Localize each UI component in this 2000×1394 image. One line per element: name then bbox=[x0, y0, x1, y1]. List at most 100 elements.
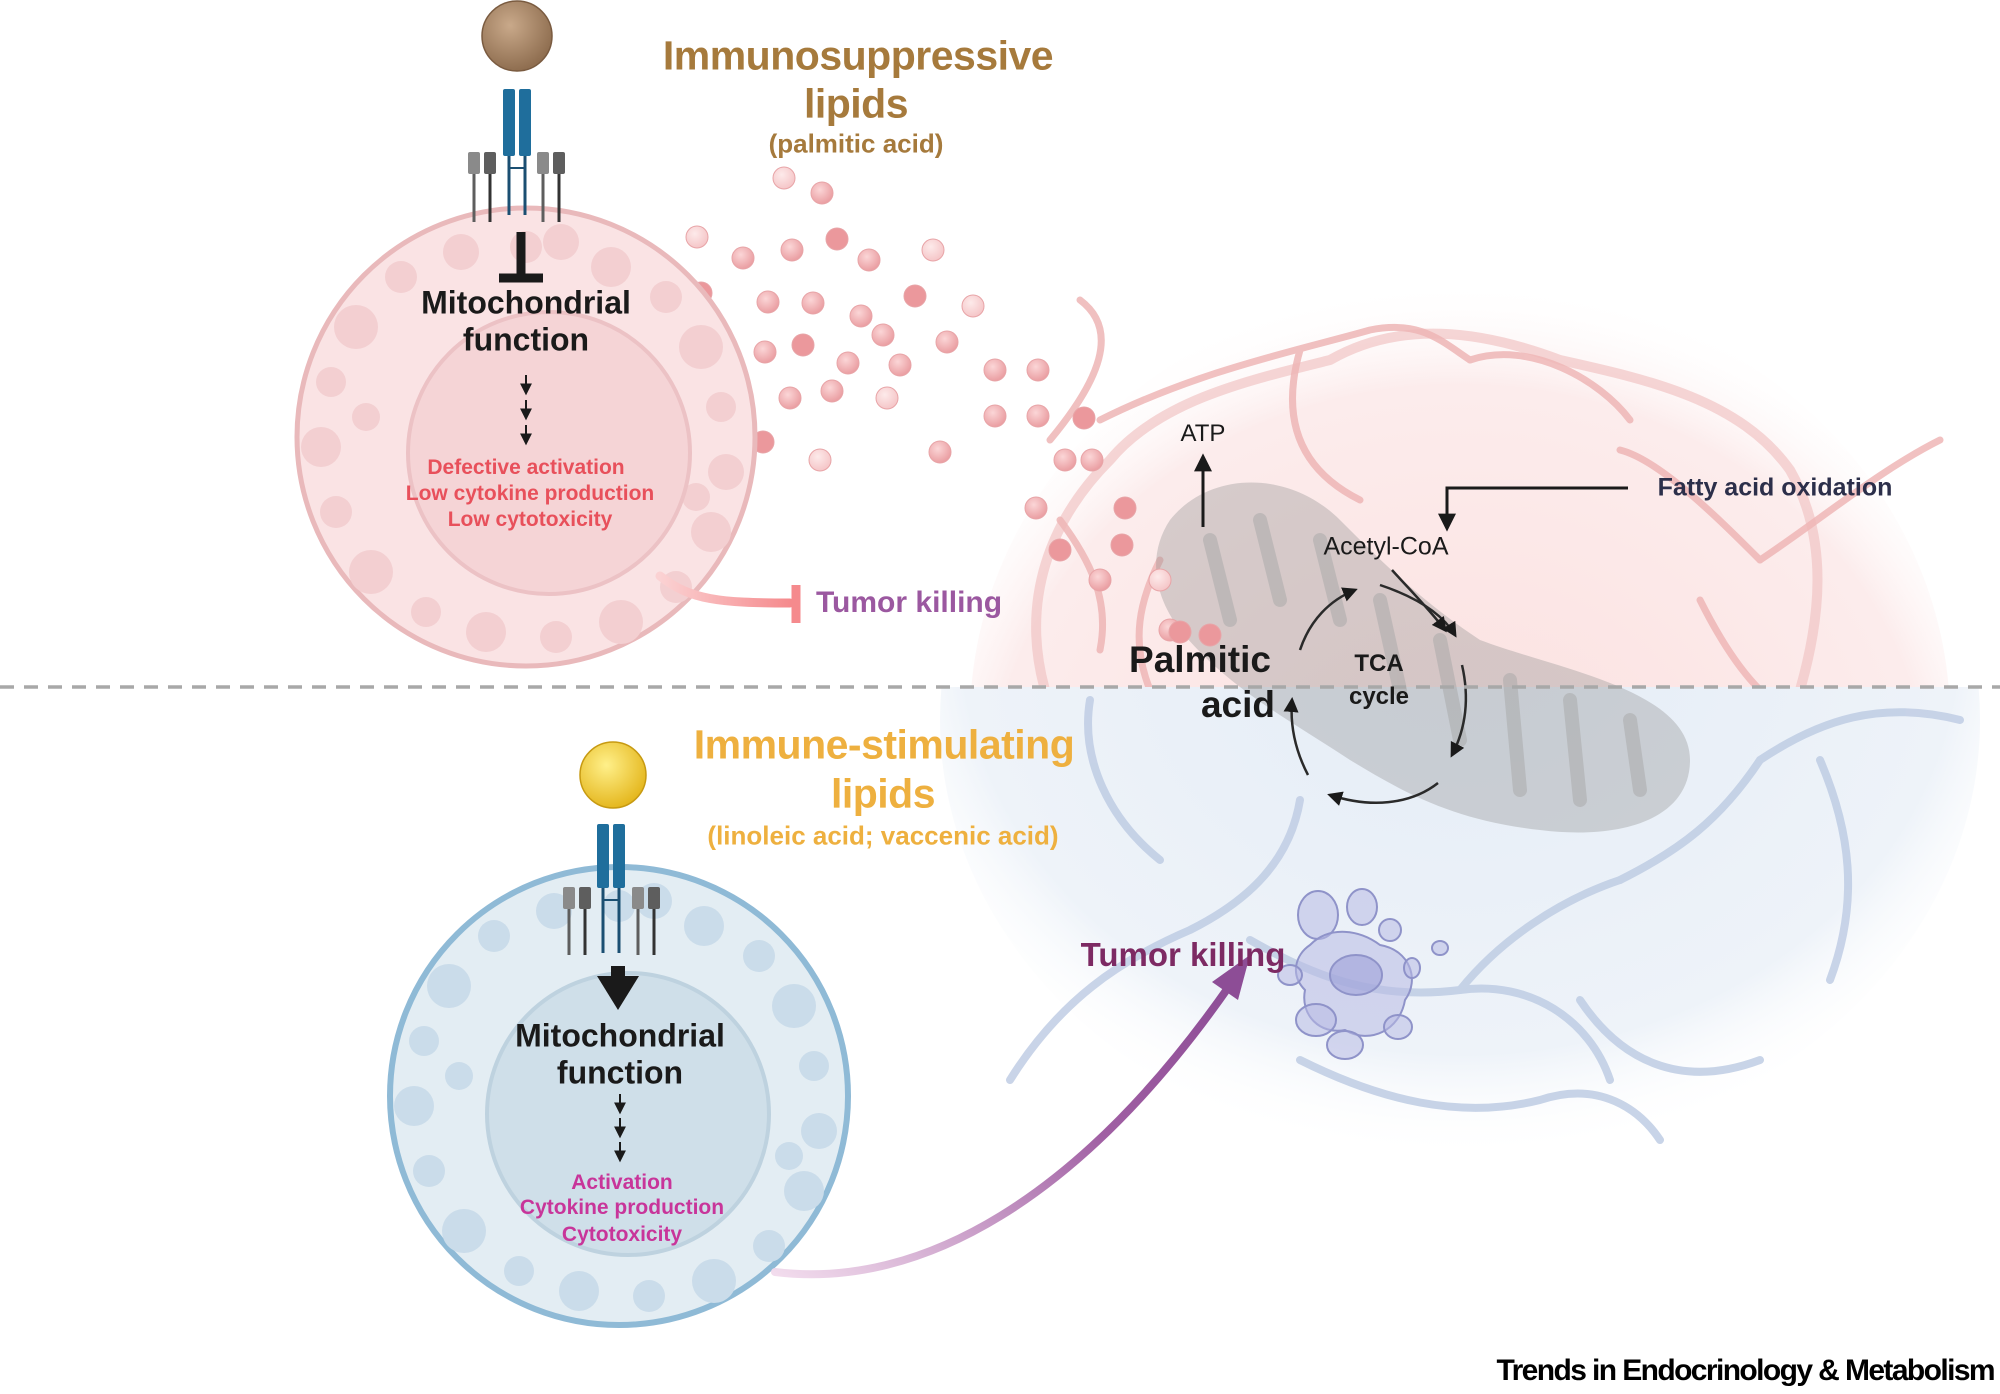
cell-vesicle bbox=[320, 496, 352, 528]
lipid-droplet bbox=[983, 404, 1007, 428]
tca-arrow-4 bbox=[1327, 782, 1439, 806]
lipid-droplet bbox=[685, 225, 709, 249]
lipid-droplet bbox=[888, 353, 912, 377]
cell-vesicle bbox=[301, 427, 341, 467]
co-receptor-icon bbox=[468, 152, 565, 222]
lipid-droplet bbox=[791, 333, 815, 357]
cell-vesicle bbox=[394, 1086, 434, 1126]
cell-vesicle bbox=[679, 325, 723, 369]
tca-arrow-1 bbox=[1298, 587, 1358, 651]
tumor-killing-inhibition bbox=[655, 571, 801, 623]
lipid-droplet bbox=[1148, 568, 1172, 592]
bottom-cell-nucleus bbox=[485, 971, 771, 1257]
tumor-killing-promotion-arrow bbox=[771, 955, 1250, 1279]
lipid-droplet bbox=[1113, 496, 1137, 520]
cell-vesicle bbox=[427, 964, 471, 1008]
cell-vesicle bbox=[784, 1171, 824, 1211]
atp-label: ATP bbox=[1180, 420, 1226, 447]
acetyl-coa-to-cycle-arrow bbox=[1391, 569, 1447, 633]
cell-vesicle bbox=[349, 550, 393, 594]
cell-vesicle bbox=[352, 403, 380, 431]
cell-vesicle bbox=[633, 1280, 665, 1312]
lipid-droplet bbox=[1048, 538, 1072, 562]
cell-vesicle bbox=[316, 367, 346, 397]
lipid-droplet bbox=[849, 304, 873, 328]
cell-vesicle bbox=[504, 1256, 534, 1286]
fatty-acid-oxidation-label: Fatty acid oxidation bbox=[1657, 473, 1893, 502]
co-receptor-icon bbox=[563, 887, 660, 955]
cell-vesicle bbox=[543, 224, 579, 260]
lipid-droplet bbox=[983, 358, 1007, 382]
tca-arrow-5 bbox=[1283, 697, 1310, 776]
tissue-outline-top bbox=[1031, 328, 1823, 687]
tumor-cell-cluster bbox=[1277, 888, 1449, 1060]
cell-vesicle bbox=[510, 231, 542, 263]
lipid-droplet bbox=[1168, 620, 1192, 644]
lipid-droplet bbox=[731, 246, 755, 270]
cell-vesicle bbox=[442, 1209, 486, 1253]
lipid-droplet bbox=[1053, 448, 1077, 472]
palmitic-acid-label-line2: acid bbox=[1200, 684, 1276, 725]
fao-arrow bbox=[1438, 486, 1628, 532]
cell-vesicle bbox=[753, 1230, 785, 1262]
cell-vesicle bbox=[775, 1142, 803, 1170]
lipid-droplet bbox=[903, 284, 927, 308]
top-receptor bbox=[468, 0, 565, 446]
lipid-droplet bbox=[825, 227, 849, 251]
mitochondrion bbox=[1156, 482, 1690, 833]
cell-vesicle bbox=[650, 281, 682, 313]
lipid-droplet bbox=[935, 330, 959, 354]
lipid-droplet bbox=[753, 340, 777, 364]
bottom-mitochondrial-label: Mitochondrial bbox=[515, 1017, 725, 1054]
bottom-outcome-1: Activation bbox=[571, 1171, 673, 1194]
cell-vesicle bbox=[478, 920, 510, 952]
cell-vesicle bbox=[334, 305, 378, 349]
cell-vesicle bbox=[411, 597, 441, 627]
lipid-droplet bbox=[1026, 404, 1050, 428]
lipid-droplet bbox=[772, 166, 796, 190]
lipid-droplet bbox=[875, 386, 899, 410]
tcr-receptor-icon bbox=[503, 89, 531, 215]
tca-arrow-3 bbox=[1450, 664, 1468, 758]
immunosuppressive-subtitle: (palmitic acid) bbox=[768, 128, 944, 159]
top-function-label: function bbox=[462, 321, 590, 358]
cell-vesicle bbox=[743, 940, 775, 972]
cell-vesicle bbox=[385, 261, 417, 293]
cell-vesicle bbox=[772, 984, 816, 1028]
lipid-droplet bbox=[810, 181, 834, 205]
immunosuppressive-lipid-ligand-icon bbox=[481, 0, 553, 72]
inhibition-icon bbox=[499, 232, 543, 283]
cell-vesicle bbox=[682, 483, 710, 511]
lipid-droplet bbox=[808, 448, 832, 472]
tca-label-line1: TCA bbox=[1354, 650, 1404, 677]
tumor-tissue-bottom-half bbox=[940, 687, 1980, 1160]
blood-vessels-bottom bbox=[1006, 696, 1964, 1144]
lipid-droplet bbox=[1088, 568, 1112, 592]
cell-vesicle bbox=[591, 247, 631, 287]
lipid-droplet bbox=[871, 323, 895, 347]
bottom-outcome-2: Cytokine production bbox=[519, 1196, 725, 1219]
mitochondrion-cristae bbox=[1203, 513, 1647, 807]
bottom-receptor bbox=[563, 741, 660, 1163]
lipid-droplets bbox=[685, 166, 1222, 647]
lipid-droplet bbox=[1024, 496, 1048, 520]
lipid-droplet bbox=[921, 238, 945, 262]
lipid-droplet bbox=[1072, 406, 1096, 430]
activation-arrow-icon bbox=[597, 966, 639, 1010]
top-outcome-3: Low cytotoxicity bbox=[447, 508, 613, 531]
lipid-droplet bbox=[780, 238, 804, 262]
bottom-outcome-3: Cytotoxicity bbox=[561, 1223, 683, 1246]
lipid-droplet bbox=[820, 379, 844, 403]
lipid-droplet bbox=[756, 290, 780, 314]
cell-vesicle bbox=[413, 1155, 445, 1187]
cell-vesicle bbox=[706, 392, 736, 422]
cell-vesicle bbox=[445, 1062, 473, 1090]
cell-vesicle bbox=[599, 600, 643, 644]
cell-vesicle bbox=[409, 1026, 439, 1056]
tcr-receptor-icon bbox=[597, 824, 625, 953]
immunosuppressive-title-lipids: lipids bbox=[803, 80, 909, 127]
cell-vesicle bbox=[684, 906, 724, 946]
lipid-droplet bbox=[857, 248, 881, 272]
immune-stimulating-title-lipids: lipids bbox=[830, 770, 936, 817]
